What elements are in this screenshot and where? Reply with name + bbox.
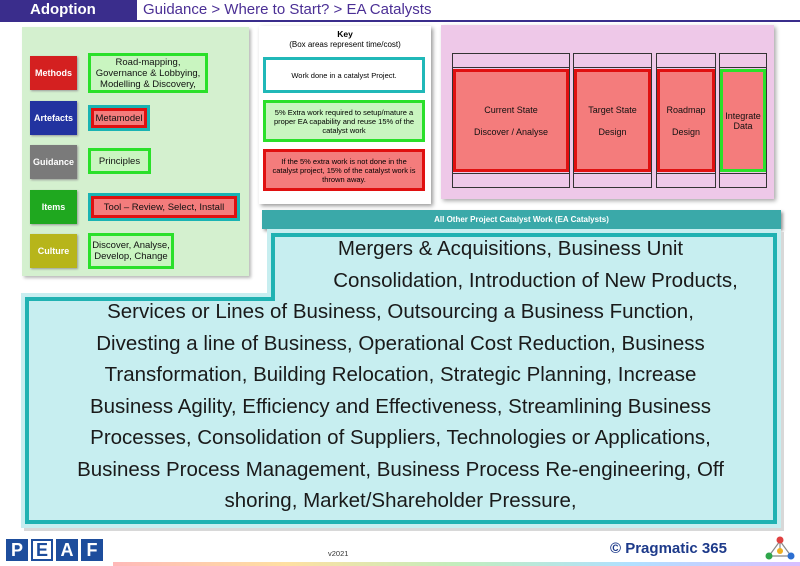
column-divider bbox=[657, 67, 715, 68]
column-divider bbox=[720, 67, 766, 68]
catalyst-band-title: All Other Project Catalyst Work (EA Cata… bbox=[262, 210, 781, 229]
catalyst-line: Mergers & Acquisitions, Business Unit bbox=[337, 237, 684, 260]
catalyst-line: Services or Lines of Business, Outsourci… bbox=[107, 300, 694, 323]
category-methods: Methods bbox=[30, 56, 77, 90]
column-divider bbox=[720, 173, 766, 174]
roadmap-subtitle: Design bbox=[671, 126, 700, 137]
catalyst-line: shoring, Market/Shareholder Pressure, bbox=[224, 489, 577, 512]
key-subtitle: (Box areas represent time/cost) bbox=[289, 40, 401, 49]
column-divider bbox=[453, 67, 569, 68]
target-state-title: Target State bbox=[588, 104, 637, 115]
category-culture: Culture bbox=[30, 234, 77, 268]
integrate-data-title: Integrate Data bbox=[725, 110, 761, 131]
roadmap-title: Roadmap bbox=[666, 104, 706, 115]
target-state-subtitle: Design bbox=[598, 126, 627, 137]
logo-letter: F bbox=[81, 539, 103, 561]
catalyst-line: Transformation, Building Relocation, Str… bbox=[104, 363, 697, 386]
current-state-title: Current State bbox=[484, 104, 538, 115]
roadmap-box: Roadmap Design bbox=[657, 69, 715, 172]
version-label: v2021 bbox=[328, 549, 349, 558]
logo-letter: A bbox=[56, 539, 78, 561]
breadcrumb[interactable]: Guidance > Where to Start? > EA Catalyst… bbox=[143, 1, 432, 18]
logo-letter: E bbox=[31, 539, 53, 561]
section-tag: Adoption bbox=[0, 0, 137, 20]
category-items: Items bbox=[30, 190, 77, 224]
key-catalyst-work: Work done in a catalyst Project. bbox=[263, 57, 425, 93]
catalyst-line: Divesting a line of Business, Operationa… bbox=[96, 331, 705, 355]
target-state-box: Target State Design bbox=[574, 69, 651, 172]
category-guidance: Guidance bbox=[30, 145, 77, 179]
logo-letter: P bbox=[6, 539, 28, 561]
catalyst-list-text: Mergers & Acquisitions, Business Unit Co… bbox=[15, 233, 786, 517]
catalyst-list-shape bbox=[21, 229, 784, 531]
column-divider bbox=[574, 173, 651, 174]
catalyst-line: Consolidation, Introduction of New Produ… bbox=[333, 268, 738, 292]
header-divider bbox=[0, 20, 800, 22]
column-divider bbox=[574, 67, 651, 68]
key-thrown-away: If the 5% extra work is not done in the … bbox=[263, 149, 425, 191]
brand-name: © Pragmatic 365 bbox=[610, 540, 727, 557]
catalyst-line: Business Process Management, Business Pr… bbox=[77, 457, 724, 481]
artefacts-box: Metamodel bbox=[88, 105, 150, 131]
integrate-data-box: Integrate Data bbox=[720, 69, 766, 172]
column-divider bbox=[453, 173, 569, 174]
catalyst-line: Business Agility, Efficiency and Effecti… bbox=[89, 394, 711, 418]
current-state-subtitle: Discover / Analyse bbox=[473, 126, 549, 137]
current-state-box: Current State Discover / Analyse bbox=[453, 69, 569, 172]
category-artefacts: Artefacts bbox=[30, 101, 77, 135]
catalyst-line: Processes, Consolidation of Suppliers, T… bbox=[90, 426, 711, 449]
methods-box: Road-mapping, Governance & Lobbying, Mod… bbox=[88, 53, 208, 93]
footer-rule bbox=[113, 562, 800, 566]
molecule-icon bbox=[765, 536, 795, 560]
culture-box: Discover, Analyse, Develop, Change bbox=[88, 233, 174, 269]
peaf-logo: P E A F bbox=[6, 539, 103, 563]
guidance-box: Principles bbox=[88, 148, 151, 174]
key-title: Key bbox=[337, 29, 353, 39]
column-divider bbox=[657, 173, 715, 174]
items-box: Tool – Review, Select, Install bbox=[88, 193, 240, 221]
key-extra-work: 5% Extra work required to setup/mature a… bbox=[263, 100, 425, 142]
